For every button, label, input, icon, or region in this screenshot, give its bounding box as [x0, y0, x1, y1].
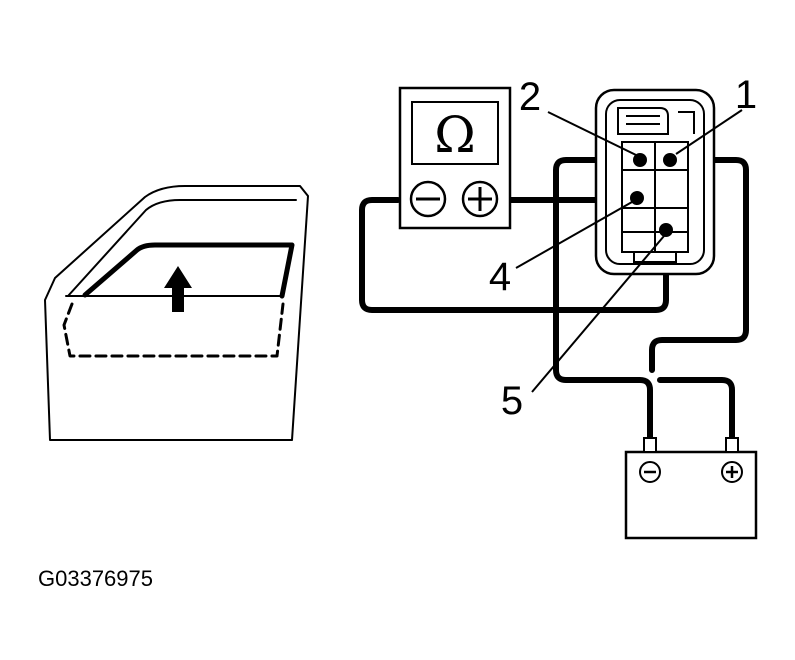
car-door: [44, 185, 309, 441]
battery: [624, 437, 758, 540]
terminal-1: [663, 153, 677, 167]
leader-1: [675, 109, 743, 155]
wire-terminal-2-to-battery-neg: [553, 157, 653, 449]
ohm-symbol: Ω: [434, 106, 475, 164]
terminal-5: [659, 223, 673, 237]
wire-terminal-1-to-battery-pos: [649, 157, 749, 449]
switch-housing-inner: [605, 99, 705, 265]
battery-neg-post: [643, 437, 657, 453]
window-switch: [594, 88, 716, 276]
plus-icon: [726, 466, 738, 478]
callout-5: 5: [501, 379, 523, 423]
leader-2: [547, 111, 637, 156]
plus-icon: [468, 187, 492, 211]
window-glass-raised: [82, 242, 295, 299]
door-outer-outline: [44, 185, 309, 441]
wire-meter-neg-to-terminal-5: [359, 197, 669, 313]
switch-latch: [617, 107, 669, 135]
callout-1: 1: [735, 73, 757, 117]
switch-terminals: [630, 153, 677, 237]
callout-2: 2: [519, 75, 541, 119]
terminal-2: [633, 153, 647, 167]
window-up-arrow-icon: [164, 266, 192, 312]
callout-leaders: [515, 109, 743, 393]
terminal-4: [630, 191, 644, 205]
connector-tab: [633, 252, 677, 263]
figure-id: G03376975: [38, 566, 153, 591]
leader-4: [515, 201, 633, 269]
ohmmeter-display: [411, 101, 499, 165]
callout-4: 4: [489, 255, 511, 299]
window-glass-lowered-dashed: [62, 302, 285, 358]
switch-latch-detail: [626, 111, 695, 134]
ohmmeter: Ω: [398, 86, 512, 230]
battery-pos-post: [725, 437, 739, 453]
window-frame-inner: [67, 199, 297, 297]
wiring: [359, 157, 749, 449]
leader-5: [531, 235, 665, 393]
